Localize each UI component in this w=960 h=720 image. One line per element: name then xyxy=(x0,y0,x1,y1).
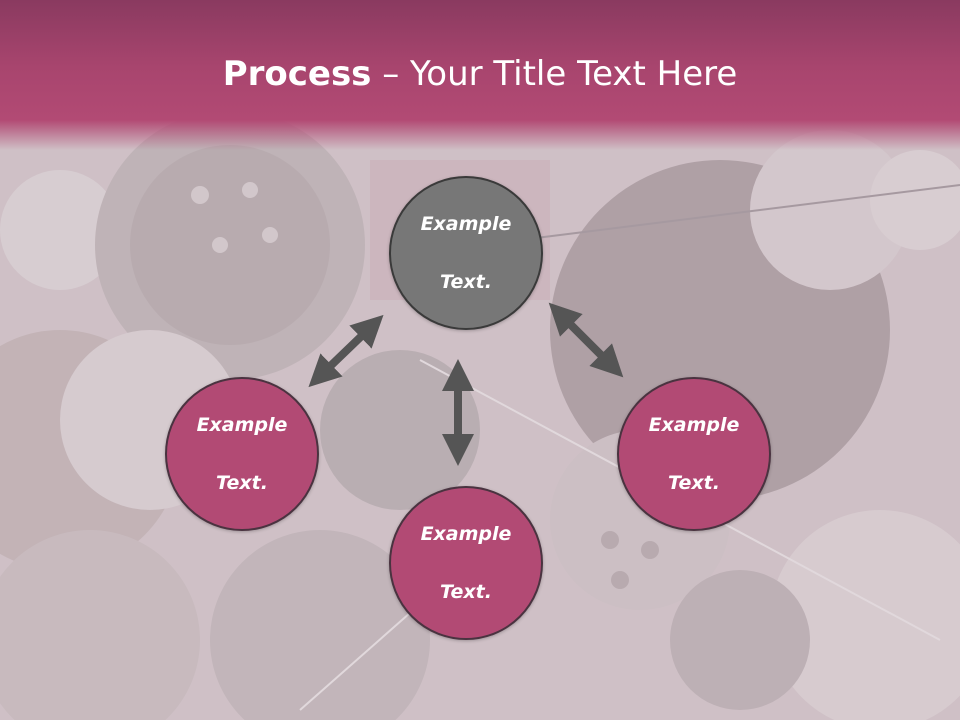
title-band xyxy=(0,0,960,150)
node-right-line1: Example xyxy=(648,413,740,436)
title-bold: Process xyxy=(222,54,372,94)
arrow-top-left xyxy=(308,314,384,388)
node-top-line2: Text. xyxy=(440,270,492,293)
title-rest: – Your Title Text Here xyxy=(371,54,738,94)
node-bottom-line2: Text. xyxy=(440,580,492,603)
node-left-line1: Example xyxy=(196,413,288,436)
slide-title: Process – Your Title Text Here xyxy=(0,52,960,96)
node-left-line2: Text. xyxy=(216,471,268,494)
node-top-line1: Example xyxy=(420,212,512,235)
arrow-top-right xyxy=(548,302,624,378)
node-right-line2: Text. xyxy=(668,471,720,494)
node-bottom-line1: Example xyxy=(420,522,512,545)
